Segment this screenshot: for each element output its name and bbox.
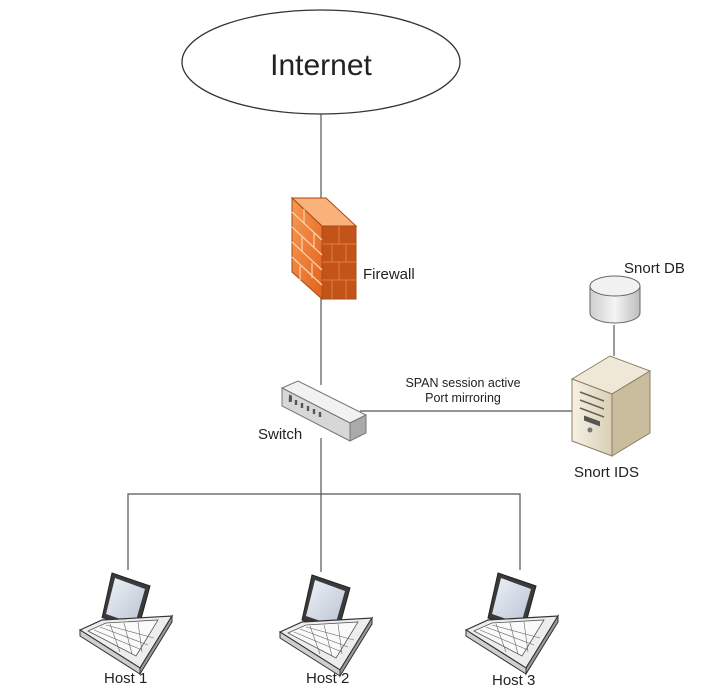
host-bus: [127, 493, 521, 570]
span-label-line1: SPAN session active: [405, 376, 520, 390]
host-2-label: Host 2: [306, 670, 349, 687]
switch-label: Switch: [258, 426, 302, 443]
host-2-laptop-icon: [278, 574, 374, 678]
snort-ids-label: Snort IDS: [574, 464, 639, 481]
internet-node: Internet: [181, 9, 461, 115]
snort-db-label: Snort DB: [624, 260, 685, 277]
host-1-label: Host 1: [104, 670, 147, 687]
firewall-icon: [290, 196, 358, 301]
database-icon: [589, 275, 641, 324]
span-label-line2: Port mirroring: [425, 391, 501, 405]
host-3-label: Host 3: [492, 672, 535, 689]
firewall-label: Firewall: [363, 266, 415, 283]
host-1-laptop-icon: [78, 572, 180, 676]
internet-ellipse: [181, 9, 461, 115]
switch-icon: [280, 380, 368, 442]
server-icon: [570, 355, 652, 457]
internet-label: Internet: [270, 49, 372, 82]
connections: [127, 114, 615, 572]
host-3-laptop-icon: [464, 572, 560, 676]
